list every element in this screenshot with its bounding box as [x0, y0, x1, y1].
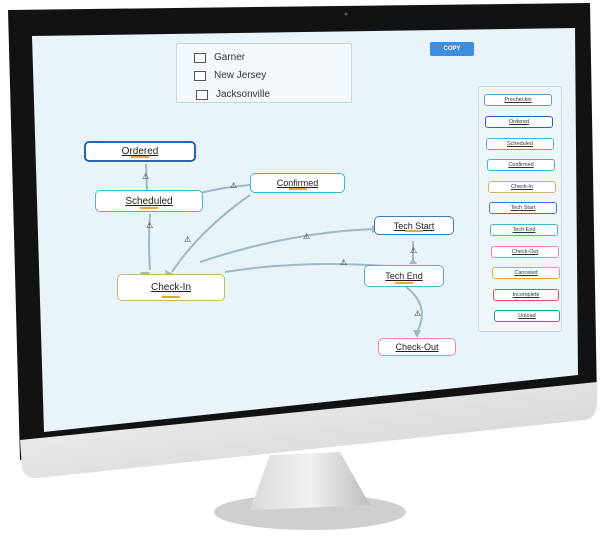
- warning-icon: ⚠: [414, 309, 422, 318]
- location-label: Garner: [214, 52, 246, 63]
- arrow-checkin-techend: [224, 263, 386, 273]
- warning-icon: ⚠: [340, 258, 348, 267]
- node-confirmed[interactable]: Confirmed: [250, 173, 345, 193]
- node-indicator: [140, 207, 158, 209]
- warning-icon: ⚠: [146, 221, 154, 230]
- node-label: Tech End: [385, 271, 423, 281]
- node-indicator: [288, 188, 307, 190]
- node-indicator: [162, 296, 180, 298]
- legend-item-incomplete[interactable]: Incomplete: [493, 289, 559, 301]
- node-label: Tech Start: [393, 220, 435, 231]
- node-label: Confirmed: [276, 178, 319, 188]
- legend-item-check-out[interactable]: Check-Out: [491, 246, 559, 258]
- flow-arrows: [145, 163, 423, 331]
- warning-icon: ⚠: [142, 172, 150, 181]
- legend-item-unload[interactable]: Unload: [494, 310, 560, 322]
- node-check-out[interactable]: Check-Out: [378, 338, 456, 356]
- node-check-in[interactable]: Check-In: [117, 274, 225, 301]
- monitor-chin: [20, 382, 597, 478]
- arrow-ordered-scheduled: [145, 163, 148, 191]
- node-tech-start[interactable]: Tech Start: [374, 216, 454, 235]
- warning-icon: ⚠: [184, 235, 192, 244]
- node-indicator: [405, 230, 423, 232]
- location-item-garner[interactable]: Garner: [194, 52, 245, 63]
- node-label: Check-Out: [395, 342, 439, 352]
- node-label: Scheduled: [125, 195, 173, 207]
- warning-icon: ⚠: [410, 246, 418, 255]
- arrow-scheduled-checkin: [148, 213, 151, 271]
- legend-item-ordered[interactable]: Ordered: [485, 116, 553, 128]
- stand-neck: [250, 452, 370, 510]
- legend-item-scheduled[interactable]: Scheduled: [486, 138, 554, 150]
- legend-item-tech-end[interactable]: Tech End: [490, 224, 558, 236]
- legend-item-confirmed[interactable]: Confirmed: [487, 159, 555, 171]
- warning-icon: ⚠: [230, 181, 238, 190]
- checkbox[interactable]: [194, 70, 206, 81]
- arrow-techend-checkout: [404, 285, 423, 331]
- node-label: Check-In: [150, 282, 191, 293]
- warning-icon: ⚠: [303, 232, 311, 241]
- location-item-jacksonville[interactable]: Jacksonville: [196, 89, 270, 100]
- location-item-new-jersey[interactable]: New Jersey: [194, 70, 266, 81]
- node-indicator: [131, 156, 149, 158]
- node-label: Ordered: [121, 146, 159, 157]
- node-scheduled[interactable]: Scheduled: [95, 190, 203, 212]
- location-label: New Jersey: [214, 70, 267, 81]
- arrow-confirmed-checkin: [171, 194, 251, 273]
- copy-button[interactable]: COPY: [430, 42, 474, 56]
- legend-item-precheckin[interactable]: Precheckin: [484, 94, 552, 106]
- legend-item-canceled[interactable]: Canceled: [492, 267, 560, 279]
- checkbox[interactable]: [196, 89, 208, 100]
- arrow-checkin-techstart: [199, 228, 376, 263]
- location-label: Jacksonville: [216, 89, 270, 100]
- node-tech-end[interactable]: Tech End: [364, 265, 444, 287]
- node-indicator: [395, 282, 413, 284]
- legend-item-check-in[interactable]: Check-In: [488, 181, 556, 193]
- node-ordered[interactable]: Ordered: [84, 141, 196, 162]
- legend-item-tech-start[interactable]: Tech Start: [489, 202, 557, 214]
- checkbox[interactable]: [194, 52, 206, 63]
- camera: [344, 12, 348, 16]
